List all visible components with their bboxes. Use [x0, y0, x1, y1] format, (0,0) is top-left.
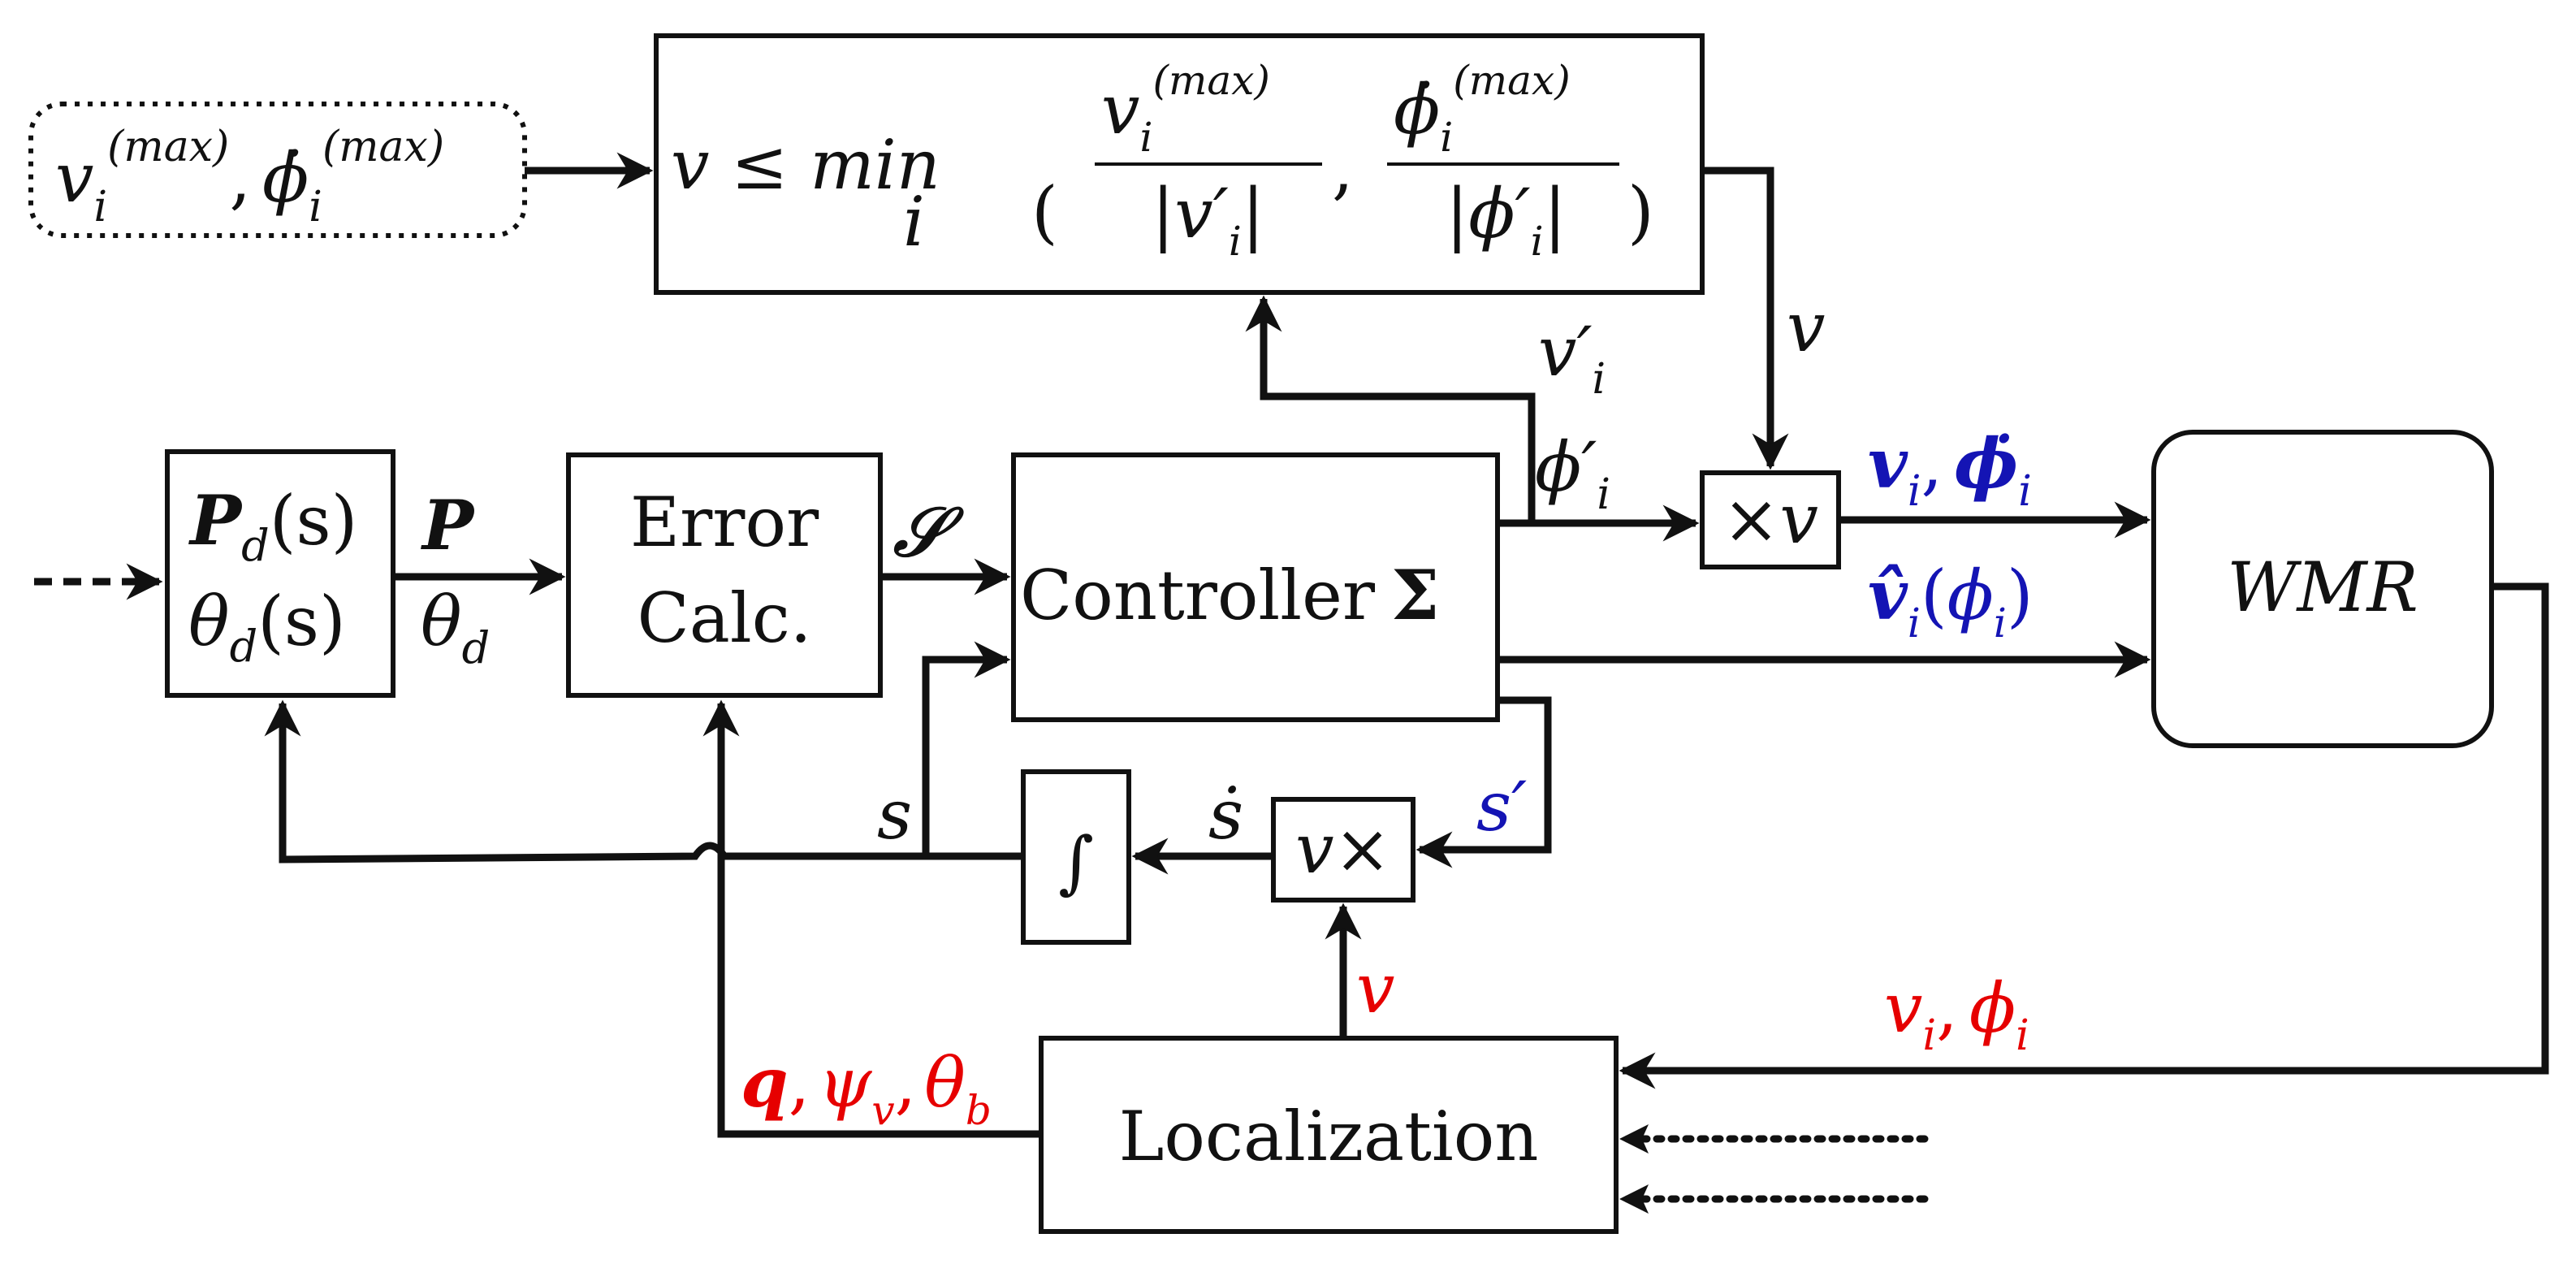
signal-q-psi-theta: q,ψv,θb [741, 1042, 992, 1134]
wire-constraint-v-out [1702, 167, 1789, 470]
signal-vhat: v̂i(ϕi) [1868, 555, 2034, 647]
error-line1: Error [630, 483, 819, 562]
wire-s-feedback [264, 699, 1023, 864]
v-times-block [1271, 797, 1416, 903]
signal-sdot: ṡ [1208, 775, 1243, 855]
wire-localization-to-error [702, 699, 1041, 1138]
controller-block [1011, 452, 1500, 722]
path-line2: θd(s) [188, 582, 346, 672]
signal-theta-d: θd [421, 582, 490, 673]
constraint-block [654, 33, 1705, 295]
path-line1: Pd(s) [188, 480, 357, 571]
error-line2: Calc. [638, 578, 812, 658]
v-times-label: v× [1295, 809, 1391, 889]
signal-s: s [877, 775, 912, 855]
constraint-lparen: ( [1031, 172, 1058, 252]
constraint-lhs: v ≤ min [671, 125, 940, 205]
signal-s-prime: s′ [1476, 767, 1527, 846]
constraint-rparen: ) [1627, 172, 1654, 252]
wire-s-to-controller [922, 641, 1011, 856]
wire-controller-to-constraint [1245, 295, 1536, 523]
signal-S: 𝒮 [893, 491, 965, 572]
sensor-input-arrowhead-1 [1619, 1124, 1649, 1154]
wire-wmr-to-localization [1619, 582, 2549, 1089]
signal-vi-phidot: vi,ϕ̇i [1868, 423, 2032, 516]
constraint-num2: ϕ̇i(max) [1394, 57, 1571, 161]
times-v-label: ×v [1722, 479, 1818, 559]
sensor-input-arrowhead-2 [1619, 1184, 1649, 1214]
localization-label: Localization [1119, 1097, 1539, 1176]
integrator-label: ∫ [1058, 822, 1094, 902]
constraint-den1: |v′i| [1152, 174, 1264, 265]
constraint-num1: vi(max) [1101, 57, 1270, 161]
signal-v-top: v [1787, 288, 1825, 367]
constraint-min-sub: i [903, 182, 925, 262]
signal-P: P [421, 485, 476, 565]
constraint-comma: , [1332, 128, 1354, 208]
constraint-input-text: vi(max),ϕ̇i(max) [55, 123, 444, 232]
signal-v-red: v [1356, 949, 1394, 1028]
signal-phi-prime: ϕ′i [1535, 427, 1610, 519]
wire-s-prime [1416, 696, 1552, 868]
signal-vi-phii: vi,ϕi [1884, 968, 2029, 1060]
constraint-den2: |ϕ′i| [1446, 174, 1567, 265]
signal-v-prime: v′i [1538, 312, 1606, 404]
wmr-label: WMR [2227, 548, 2418, 627]
